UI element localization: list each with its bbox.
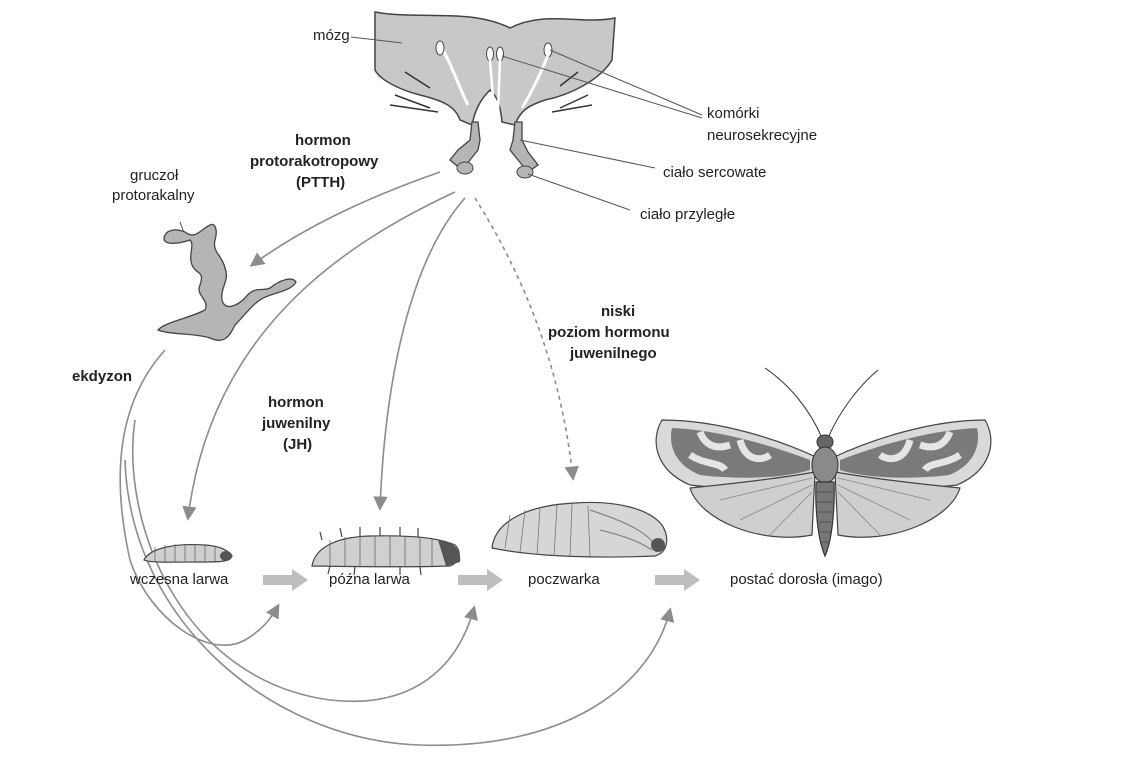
stage-label-late-larva: późna larwa — [329, 571, 411, 588]
neurosecretory-cell — [435, 40, 445, 56]
stage-arrow-3 — [655, 569, 700, 591]
brain-illustration — [374, 11, 616, 179]
label-gland-2: protorakalny — [112, 187, 195, 204]
label-brain: mózg — [313, 27, 350, 44]
label-ecdysone: ekdyzon — [72, 368, 132, 385]
early-larva-illustration — [143, 543, 233, 563]
late-larva-illustration — [311, 527, 461, 576]
label-low-jh-1: niski — [601, 303, 635, 320]
stage-arrow-2 — [458, 569, 503, 591]
label-jh-3: (JH) — [283, 436, 312, 453]
label-low-jh-3: juwenilnego — [569, 345, 657, 362]
neurosecretory-cell — [486, 46, 494, 62]
hormone-arrows — [119, 171, 675, 747]
arrow-ecdysone-1 — [119, 349, 280, 646]
arrow-low-jh — [474, 197, 579, 481]
label-corpus-cardiacum: ciało sercowate — [663, 164, 766, 181]
arrow-jh-early-larva — [182, 191, 456, 521]
stage-label-early-larva: wczesna larwa — [129, 571, 229, 588]
label-ptth-1: hormon — [295, 132, 351, 149]
corpus-allatum-left — [456, 161, 474, 175]
label-neurosecretory-2: neurosekrecyjne — [707, 127, 817, 144]
neurosecretory-cell — [496, 46, 504, 62]
stage-label-pupa: poczwarka — [528, 571, 600, 588]
corpus-cardiacum-right — [509, 121, 539, 173]
label-low-jh-2: poziom hormonu — [548, 324, 670, 341]
corpus-allatum-right — [516, 165, 534, 179]
stage-label-imago: postać dorosła (imago) — [730, 571, 883, 588]
label-gland-1: gruczoł — [130, 167, 179, 184]
label-jh-2: juwenilny — [261, 415, 331, 432]
label-neurosecretory-1: komórki — [707, 105, 760, 122]
arrow-ecdysone-2 — [131, 419, 478, 703]
prothoracic-gland — [156, 223, 297, 341]
arrow-ptth — [249, 171, 441, 267]
pupa-illustration — [491, 501, 668, 558]
label-ptth-3: (PTTH) — [296, 174, 345, 191]
stage-arrow-1 — [263, 569, 308, 591]
adult-moth-illustration — [655, 367, 992, 558]
label-ptth-2: protorakotropowy — [250, 153, 379, 170]
arrow-jh-late-larva — [373, 197, 466, 511]
label-jh-1: hormon — [268, 394, 324, 411]
brain-shape — [374, 11, 616, 127]
label-corpus-allatum: ciało przyległe — [640, 206, 735, 223]
arrow-ecdysone-3 — [124, 459, 675, 747]
stage-arrows — [263, 569, 700, 591]
